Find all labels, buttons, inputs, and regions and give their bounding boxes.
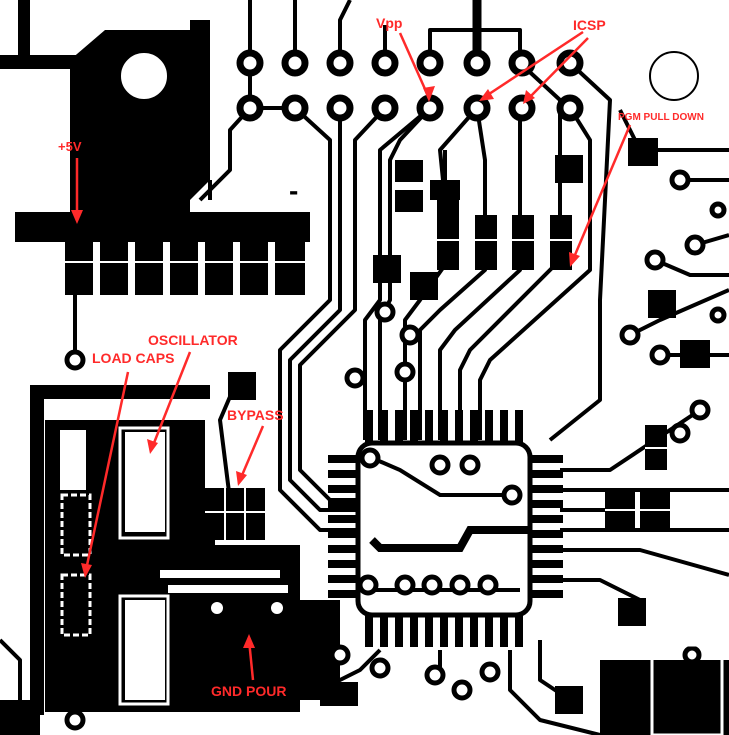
label-plus-5v: +5V: [58, 139, 82, 154]
qfp-pins-bottom: [365, 612, 523, 647]
annotation-arrowheads: [71, 86, 580, 648]
silkscreen: + -: [112, 175, 298, 211]
label-load-caps: LOAD CAPS: [92, 350, 174, 366]
right-header-outline: [650, 643, 724, 735]
vias: [64, 169, 727, 731]
qfp-pins-right: [528, 455, 563, 598]
label-pgm-pull-down: PGM PULL DOWN: [618, 112, 704, 123]
label-oscillator: OSCILLATOR: [148, 332, 238, 348]
label-icsp: ICSP: [573, 17, 606, 33]
label-vpp: Vpp: [376, 15, 402, 31]
mounting-holes: [119, 51, 699, 101]
gnd-pour-vias: [71, 436, 283, 614]
label-bypass: BYPASS: [227, 407, 284, 423]
qfp-pins-top: [365, 410, 523, 445]
annotation-arrows: [75, 30, 632, 681]
qfp-pins-left: [328, 455, 363, 598]
pour-clearance-outlines: [60, 426, 170, 706]
silk-minus-sign: -: [289, 175, 298, 206]
through-hole-pads: [236, 49, 584, 122]
annotation-labels: Vpp ICSP PGM PULL DOWN +5V OSCILLATOR LO…: [58, 15, 704, 699]
label-gnd-pour: GND POUR: [211, 683, 286, 699]
qfp-body-outline: [355, 440, 533, 618]
pad-separators: [65, 239, 670, 540]
silk-plus-sign: +: [112, 180, 128, 211]
qfp-microcontroller: [328, 410, 563, 647]
smd-pads: [64, 138, 710, 714]
